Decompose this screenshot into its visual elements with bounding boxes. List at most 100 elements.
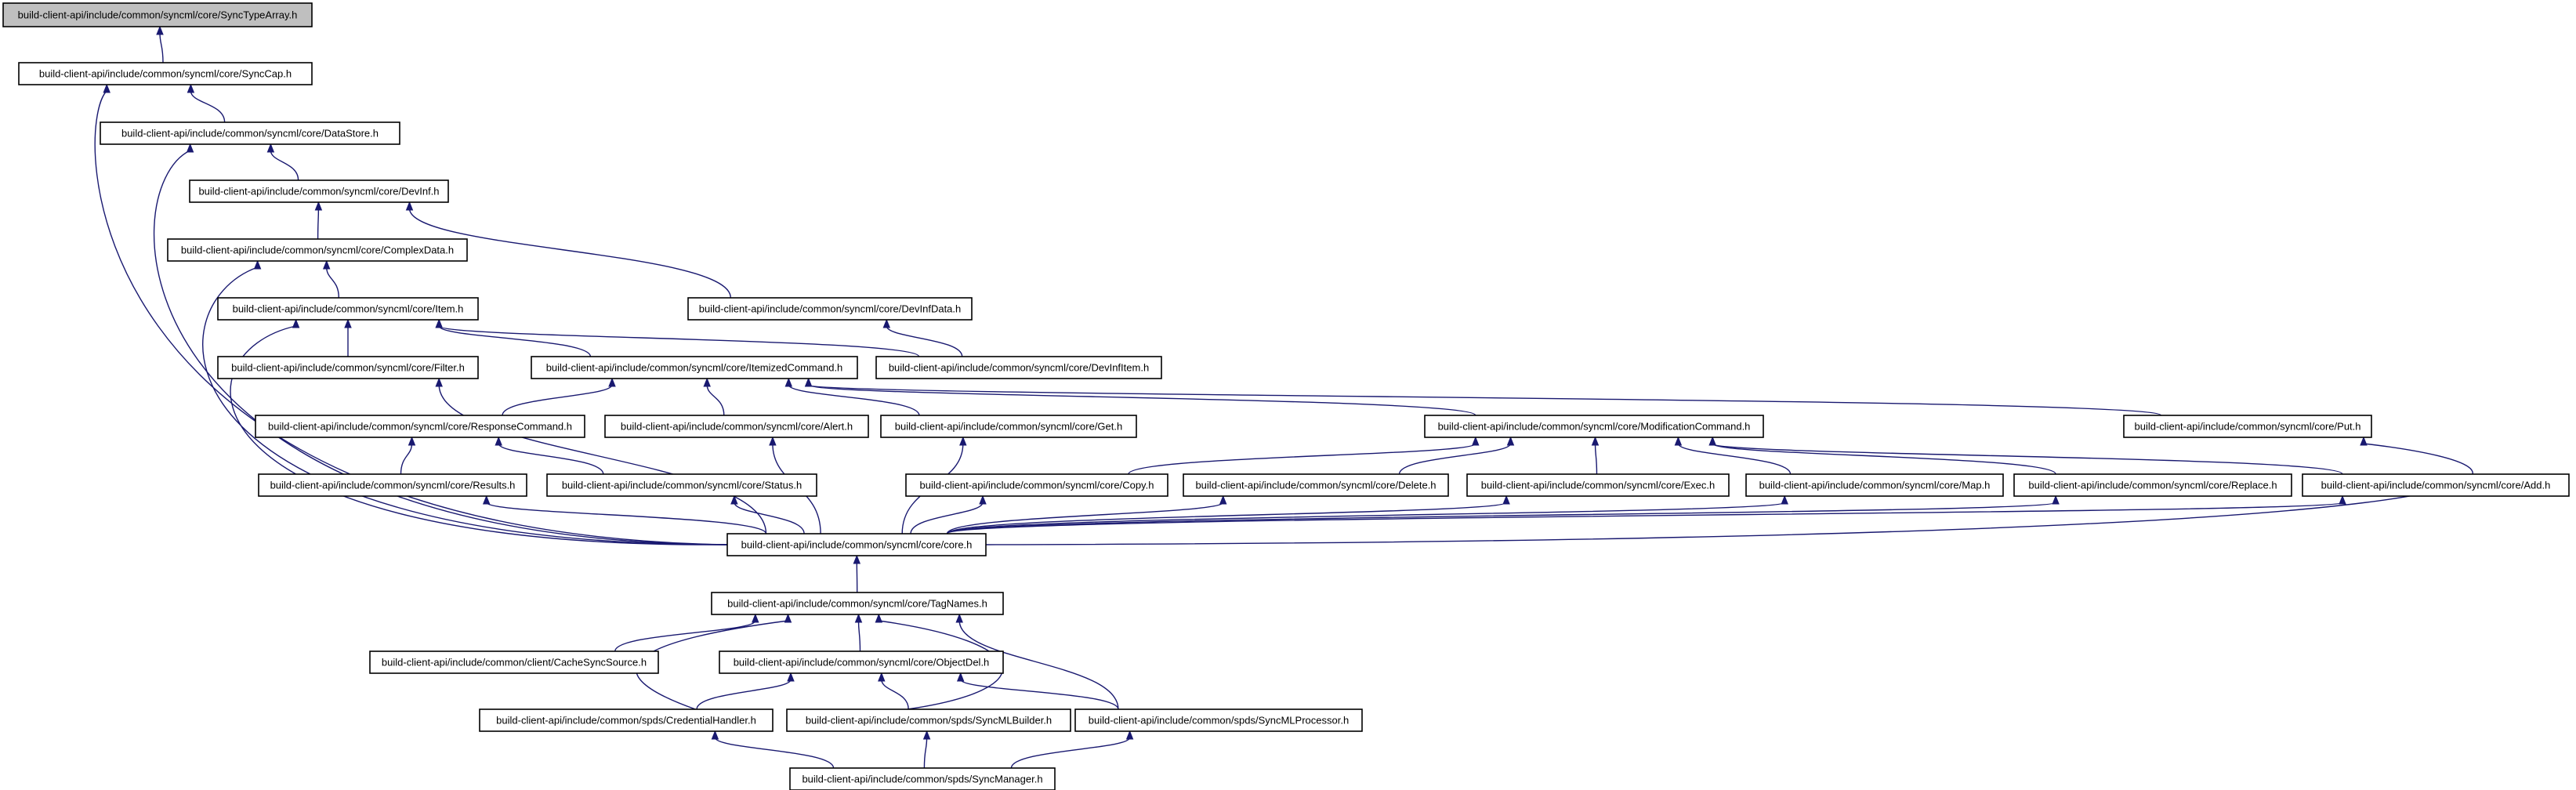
node-label: build-client-api/include/common/spds/Syn… xyxy=(802,774,1042,785)
node-box xyxy=(604,415,869,438)
edge-status-to-responsecommand xyxy=(498,443,604,475)
node-sync-mlbuilder[interactable]: build-client-api/include/common/spds/Syn… xyxy=(786,708,1071,732)
node-label: build-client-api/include/common/syncml/c… xyxy=(2321,480,2551,491)
arrowhead xyxy=(408,436,416,446)
node-box xyxy=(531,356,858,379)
arrowhead xyxy=(784,377,793,387)
arrowhead xyxy=(266,143,275,153)
node-data-store[interactable]: build-client-api/include/common/syncml/c… xyxy=(100,121,400,145)
node-core[interactable]: build-client-api/include/common/syncml/c… xyxy=(726,533,987,556)
edge-replace-to-modificationcommand xyxy=(1712,443,2056,475)
arrowhead xyxy=(1674,436,1683,446)
node-status[interactable]: build-client-api/include/common/syncml/c… xyxy=(546,473,817,497)
node-tag-names[interactable]: build-client-api/include/common/syncml/c… xyxy=(711,592,1004,615)
edge-itemizedcommand-to-item xyxy=(438,325,592,357)
node-box xyxy=(905,473,1168,497)
arrowhead xyxy=(405,201,414,211)
node-label: build-client-api/include/common/syncml/c… xyxy=(621,421,853,433)
arrowhead xyxy=(344,318,352,328)
node-results[interactable]: build-client-api/include/common/syncml/c… xyxy=(258,473,527,497)
node-complex-data[interactable]: build-client-api/include/common/syncml/c… xyxy=(167,238,468,262)
node-label: build-client-api/include/common/syncml/c… xyxy=(39,68,292,80)
node-itemized-command[interactable]: build-client-api/include/common/syncml/c… xyxy=(531,356,858,379)
edge-complexdata-to-devinf xyxy=(317,208,320,240)
edge-core-to-datastore xyxy=(153,150,728,545)
node-box xyxy=(217,356,479,379)
node-add[interactable]: build-client-api/include/common/syncml/c… xyxy=(2302,473,2570,497)
node-filter[interactable]: build-client-api/include/common/syncml/c… xyxy=(217,356,479,379)
node-item[interactable]: build-client-api/include/common/syncml/c… xyxy=(217,297,479,321)
edge-syncmlbuilder-to-objectdel xyxy=(881,679,909,710)
node-delete[interactable]: build-client-api/include/common/syncml/c… xyxy=(1183,473,1449,497)
arrowhead xyxy=(1506,436,1515,446)
edge-alert-to-itemizedcommand xyxy=(706,384,725,416)
node-object-del[interactable]: build-client-api/include/common/syncml/c… xyxy=(719,650,1004,674)
node-dev-inf-item[interactable]: build-client-api/include/common/syncml/c… xyxy=(875,356,1162,379)
node-box xyxy=(189,179,449,203)
node-label: build-client-api/include/common/syncml/c… xyxy=(562,480,802,491)
node-put[interactable]: build-client-api/include/common/syncml/c… xyxy=(2123,415,2372,438)
edge-core-to-put xyxy=(985,443,2473,545)
arrowhead xyxy=(314,201,323,211)
node-label: build-client-api/include/common/syncml/c… xyxy=(268,421,572,433)
node-alert[interactable]: build-client-api/include/common/syncml/c… xyxy=(604,415,869,438)
edge-syncmanager-to-syncmlprocessor xyxy=(1010,737,1131,769)
node-exec[interactable]: build-client-api/include/common/syncml/c… xyxy=(1466,473,1730,497)
arrowhead xyxy=(1219,495,1227,505)
edge-map-to-modificationcommand xyxy=(1677,443,1792,475)
edge-responsecommand-to-itemizedcommand xyxy=(502,384,613,416)
arrowhead xyxy=(435,318,443,328)
arrowhead xyxy=(292,318,300,328)
arrowhead xyxy=(959,436,967,446)
node-label: build-client-api/include/common/syncml/c… xyxy=(2028,480,2277,491)
edge-core-to-copy xyxy=(910,502,984,535)
node-cache-sync-source[interactable]: build-client-api/include/common/client/C… xyxy=(369,650,659,674)
arrowhead xyxy=(435,377,443,387)
node-box xyxy=(369,650,659,674)
node-box xyxy=(1424,415,1764,438)
node-sync-manager[interactable]: build-client-api/include/common/spds/Syn… xyxy=(789,767,1056,790)
arrowhead xyxy=(1502,495,1510,505)
arrowhead xyxy=(804,377,813,387)
edge-core-to-exec xyxy=(946,502,1507,535)
edge-datastore-to-synccap xyxy=(190,90,226,123)
node-sync-cap[interactable]: build-client-api/include/common/syncml/c… xyxy=(18,62,313,85)
node-label: build-client-api/include/common/syncml/c… xyxy=(741,539,973,551)
arrowhead xyxy=(853,554,861,564)
node-sync-type-array[interactable]: build-client-api/include/common/syncml/c… xyxy=(2,2,313,27)
edge-core-to-item xyxy=(230,325,728,545)
edge-copy-to-modificationcommand xyxy=(1128,443,1476,475)
arrowhead xyxy=(156,25,164,35)
node-credential-handler[interactable]: build-client-api/include/common/spds/Cre… xyxy=(479,708,774,732)
node-replace[interactable]: build-client-api/include/common/syncml/c… xyxy=(2013,473,2292,497)
edges-layer xyxy=(94,25,2473,769)
node-dev-inf-data[interactable]: build-client-api/include/common/syncml/c… xyxy=(687,297,973,321)
node-box xyxy=(18,62,313,85)
node-label: build-client-api/include/common/syncml/c… xyxy=(181,245,454,256)
node-label: build-client-api/include/common/spds/Syn… xyxy=(806,715,1052,727)
node-box xyxy=(786,708,1071,732)
edge-syncmanager-to-credentialhandler xyxy=(714,737,835,769)
edge-core-to-results xyxy=(486,502,767,535)
node-box xyxy=(479,708,774,732)
arrowhead xyxy=(752,613,759,623)
node-label: build-client-api/include/common/syncml/c… xyxy=(546,362,843,374)
node-sync-mlprocessor[interactable]: build-client-api/include/common/spds/Syn… xyxy=(1074,708,1363,732)
node-dev-inf[interactable]: build-client-api/include/common/syncml/c… xyxy=(189,179,449,203)
edge-devinfitem-to-devinfdata xyxy=(886,325,963,357)
node-get[interactable]: build-client-api/include/common/syncml/c… xyxy=(880,415,1137,438)
node-copy[interactable]: build-client-api/include/common/syncml/c… xyxy=(905,473,1168,497)
edge-get-to-itemizedcommand xyxy=(788,384,920,416)
edge-core-to-synccap xyxy=(94,90,728,545)
node-map[interactable]: build-client-api/include/common/syncml/c… xyxy=(1745,473,2004,497)
node-box xyxy=(1745,473,2004,497)
node-label: build-client-api/include/common/syncml/c… xyxy=(734,657,990,669)
node-modification-command[interactable]: build-client-api/include/common/syncml/c… xyxy=(1424,415,1764,438)
edge-synccap-to-synctypearray xyxy=(159,32,164,63)
node-box xyxy=(789,767,1056,790)
edge-put-to-itemizedcommand xyxy=(807,384,2162,416)
arrowhead xyxy=(2360,436,2368,446)
arrowhead xyxy=(956,672,965,682)
node-response-command[interactable]: build-client-api/include/common/syncml/c… xyxy=(255,415,585,438)
